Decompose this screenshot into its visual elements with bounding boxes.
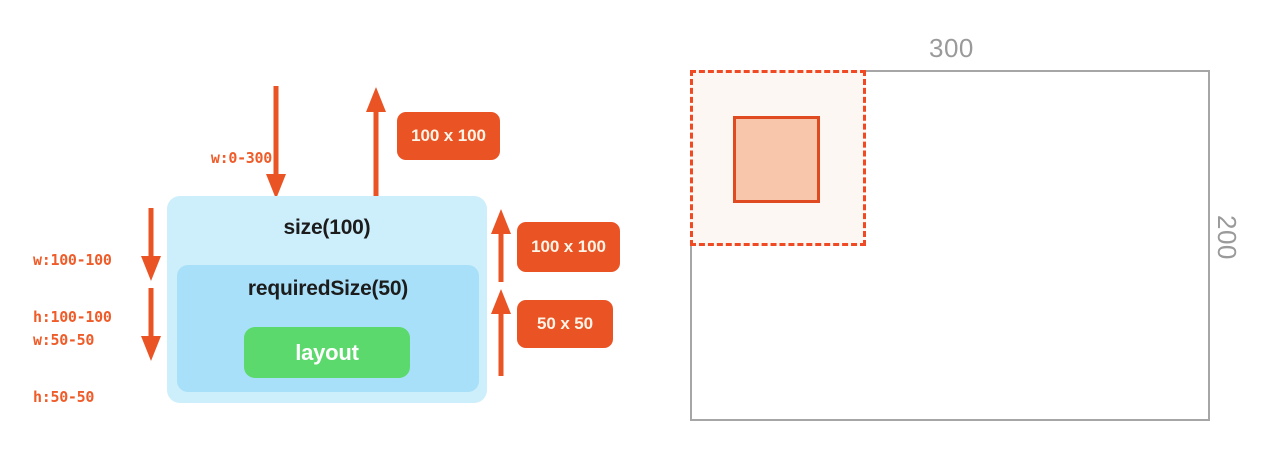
badge-measured-size: 100 x 100 — [517, 222, 620, 272]
constraint-size-height: h:100-100 — [33, 308, 112, 326]
constraint-label-size: w:100-100 h:100-100 — [33, 213, 153, 365]
constraint-required-size-width: w:50-50 — [33, 331, 95, 349]
constraint-required-size-height: h:50-50 — [33, 388, 95, 406]
required-size-box: requiredSize(50) layout — [177, 265, 479, 392]
layout-button-label: layout — [295, 339, 359, 365]
badge-measured-required-size: 50 x 50 — [517, 300, 613, 348]
arrow-measured-required-size-up — [490, 288, 512, 376]
badge-measured-top: 100 x 100 — [397, 112, 500, 160]
laid-out-region-rect — [733, 116, 820, 203]
outer-rect-width-label: 300 — [929, 33, 974, 63]
arrow-required-size-constraints-down — [140, 288, 162, 362]
required-size-box-title: requiredSize(50) — [247, 277, 409, 300]
constraint-size-width: w:100-100 — [33, 251, 112, 269]
constraint-label-required-size: w:50-50 h:50-50 — [33, 293, 153, 445]
badge-measured-required-size-label: 50 x 50 — [536, 314, 594, 333]
constraint-incoming-width: w:0-300 — [210, 149, 272, 167]
badge-measured-size-label: 100 x 100 — [531, 237, 606, 256]
arrow-measured-size-up-top — [365, 86, 387, 200]
arrow-incoming-constraints-down — [265, 86, 287, 200]
badge-measured-top-label: 100 x 100 — [411, 126, 486, 145]
arrow-measured-size-up — [490, 208, 512, 282]
layout-button[interactable]: layout — [244, 327, 410, 378]
size-box: size(100) requiredSize(50) layout — [167, 196, 487, 403]
size-box-title: size(100) — [283, 216, 371, 239]
outer-rect-height-label: 200 — [1212, 215, 1242, 260]
arrow-size-constraints-down — [140, 208, 162, 282]
